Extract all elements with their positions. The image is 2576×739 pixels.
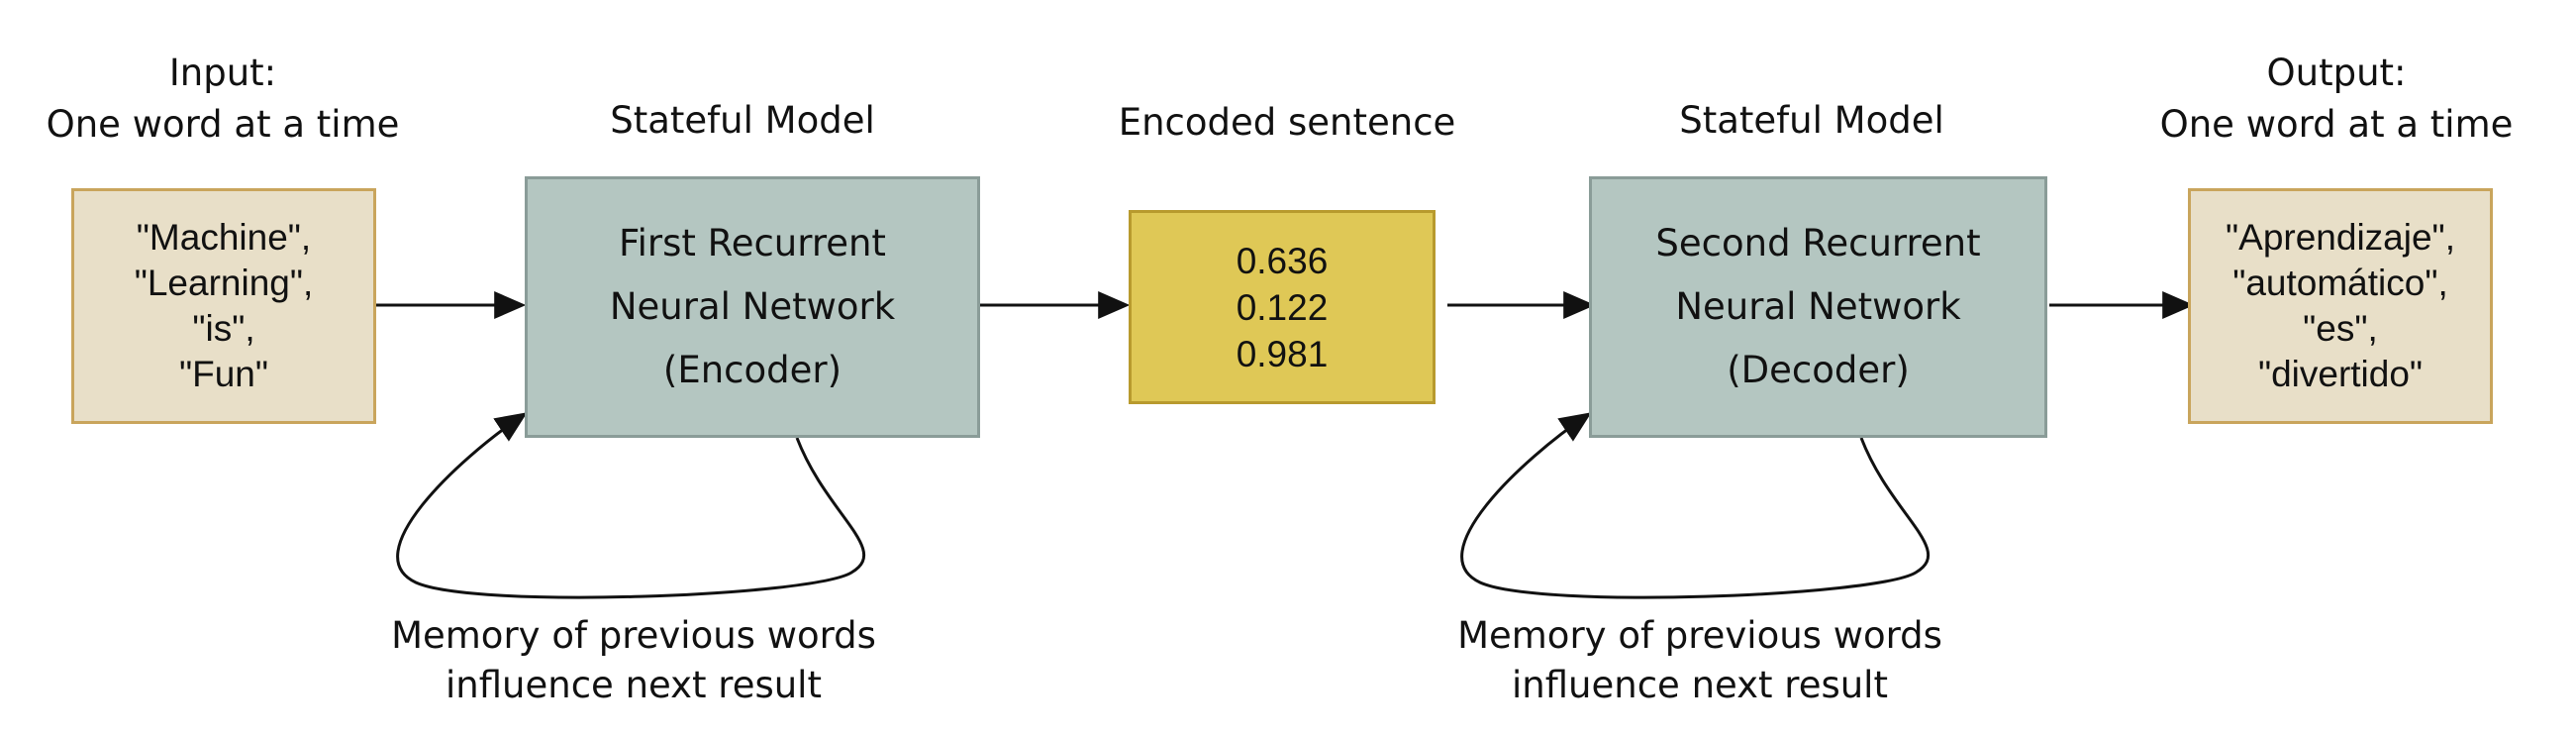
output-heading: Output: One word at a time <box>2138 48 2534 151</box>
output-word-4: "divertido" <box>2257 354 2424 394</box>
encoder-label-line-2: Neural Network <box>609 285 896 328</box>
output-word-2: "automático", <box>2232 263 2448 303</box>
decoder-heading: Stateful Model <box>1624 95 2000 147</box>
encoded-sentence-box: 0.636 0.122 0.981 <box>1129 210 1436 404</box>
decoder-label-line-1: Second Recurrent <box>1655 222 1981 264</box>
decoder-memory-caption-line-1: Memory of previous words <box>1457 614 1942 657</box>
input-words-box: "Machine", "Learning", "is", "Fun" <box>71 188 376 424</box>
input-heading: Input: One word at a time <box>30 48 416 151</box>
decoder-label-line-2: Neural Network <box>1675 285 1961 328</box>
output-word-1: "Aprendizaje", <box>2226 217 2455 258</box>
output-words-box: "Aprendizaje", "automático", "es", "dive… <box>2188 188 2493 424</box>
input-heading-line-1: Input: <box>168 52 277 94</box>
input-word-3: "is", <box>192 308 255 349</box>
encoded-heading: Encoded sentence <box>1089 97 1485 149</box>
encoder-memory-caption: Memory of previous words influence next … <box>366 611 901 710</box>
decoder-heading-text: Stateful Model <box>1679 99 1944 142</box>
encoded-value-2: 0.122 <box>1236 286 1329 328</box>
decoder-memory-caption-line-2: influence next result <box>1512 664 1888 706</box>
input-heading-line-2: One word at a time <box>46 103 400 146</box>
decoder-rnn-box: Second Recurrent Neural Network (Decoder… <box>1589 176 2047 438</box>
output-word-3: "es", <box>2303 308 2378 349</box>
encoder-memory-caption-line-1: Memory of previous words <box>391 614 876 657</box>
output-heading-line-2: One word at a time <box>2159 103 2514 146</box>
encoder-label-line-1: First Recurrent <box>619 222 886 264</box>
input-word-4: "Fun" <box>178 354 269 394</box>
decoder-memory-loop <box>1460 412 1931 599</box>
output-heading-line-1: Output: <box>2266 52 2407 94</box>
decoder-label-line-3: (Decoder) <box>1727 349 1910 391</box>
encoder-heading: Stateful Model <box>554 95 931 147</box>
encoder-rnn-box: First Recurrent Neural Network (Encoder) <box>525 176 980 438</box>
encoded-value-3: 0.981 <box>1236 333 1329 374</box>
encoder-label-line-3: (Encoder) <box>662 349 842 391</box>
decoder-memory-caption: Memory of previous words influence next … <box>1433 611 1967 710</box>
encoder-memory-loop <box>396 412 866 599</box>
encoded-heading-text: Encoded sentence <box>1118 101 1456 144</box>
encoder-heading-text: Stateful Model <box>610 99 875 142</box>
encoded-value-1: 0.636 <box>1236 240 1329 281</box>
encoder-memory-caption-line-2: influence next result <box>446 664 822 706</box>
input-word-2: "Learning", <box>134 263 314 303</box>
input-word-1: "Machine", <box>136 217 312 258</box>
